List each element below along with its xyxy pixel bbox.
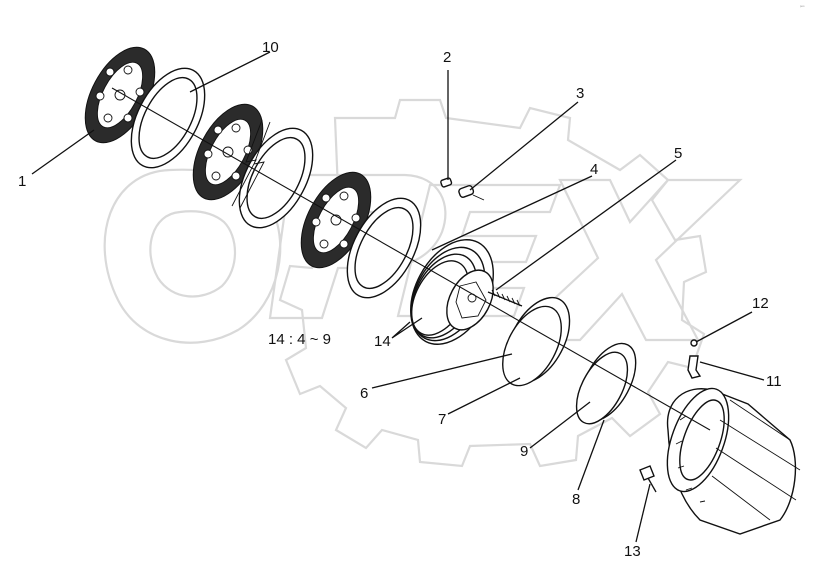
callout-9: 9	[520, 443, 528, 460]
break-mark	[231, 119, 271, 209]
range-note: 14 : 4 ~ 9	[268, 331, 331, 348]
callout-13: 13	[624, 543, 641, 560]
callout-6: 6	[360, 385, 368, 402]
watermark-letter-e	[396, 183, 562, 318]
callout-12: 12	[752, 295, 769, 312]
part-12-ball	[690, 339, 698, 347]
callout-10: 10	[262, 39, 279, 56]
part-2-plug	[440, 177, 453, 188]
callout-14: 14	[374, 333, 391, 350]
callout-7: 7	[438, 411, 446, 428]
callout-11: 11	[766, 373, 782, 390]
part-13-bolt	[639, 465, 657, 493]
part-3-plug	[458, 184, 485, 201]
part-9-ring	[575, 351, 629, 425]
callout-1: 1	[18, 173, 26, 190]
part-10-separator-plate	[130, 67, 206, 169]
part-11-fitting	[687, 355, 702, 379]
callout-8: 8	[572, 491, 580, 508]
callout-4: 4	[590, 161, 598, 178]
axle-housing	[666, 387, 801, 535]
corner-mark: ᵖᵉᵒ	[800, 4, 805, 9]
watermark-gear	[278, 98, 708, 468]
callout-5: 5	[674, 145, 682, 162]
callout-3: 3	[576, 85, 584, 102]
leader-lines	[31, 51, 765, 543]
part-5-spring	[487, 289, 523, 307]
callout-2: 2	[443, 49, 451, 66]
part-7-seal-ring	[502, 305, 562, 387]
assembly-axis	[111, 87, 711, 431]
separator-plate-last	[346, 197, 422, 299]
part-4-piston-hub	[410, 239, 494, 345]
